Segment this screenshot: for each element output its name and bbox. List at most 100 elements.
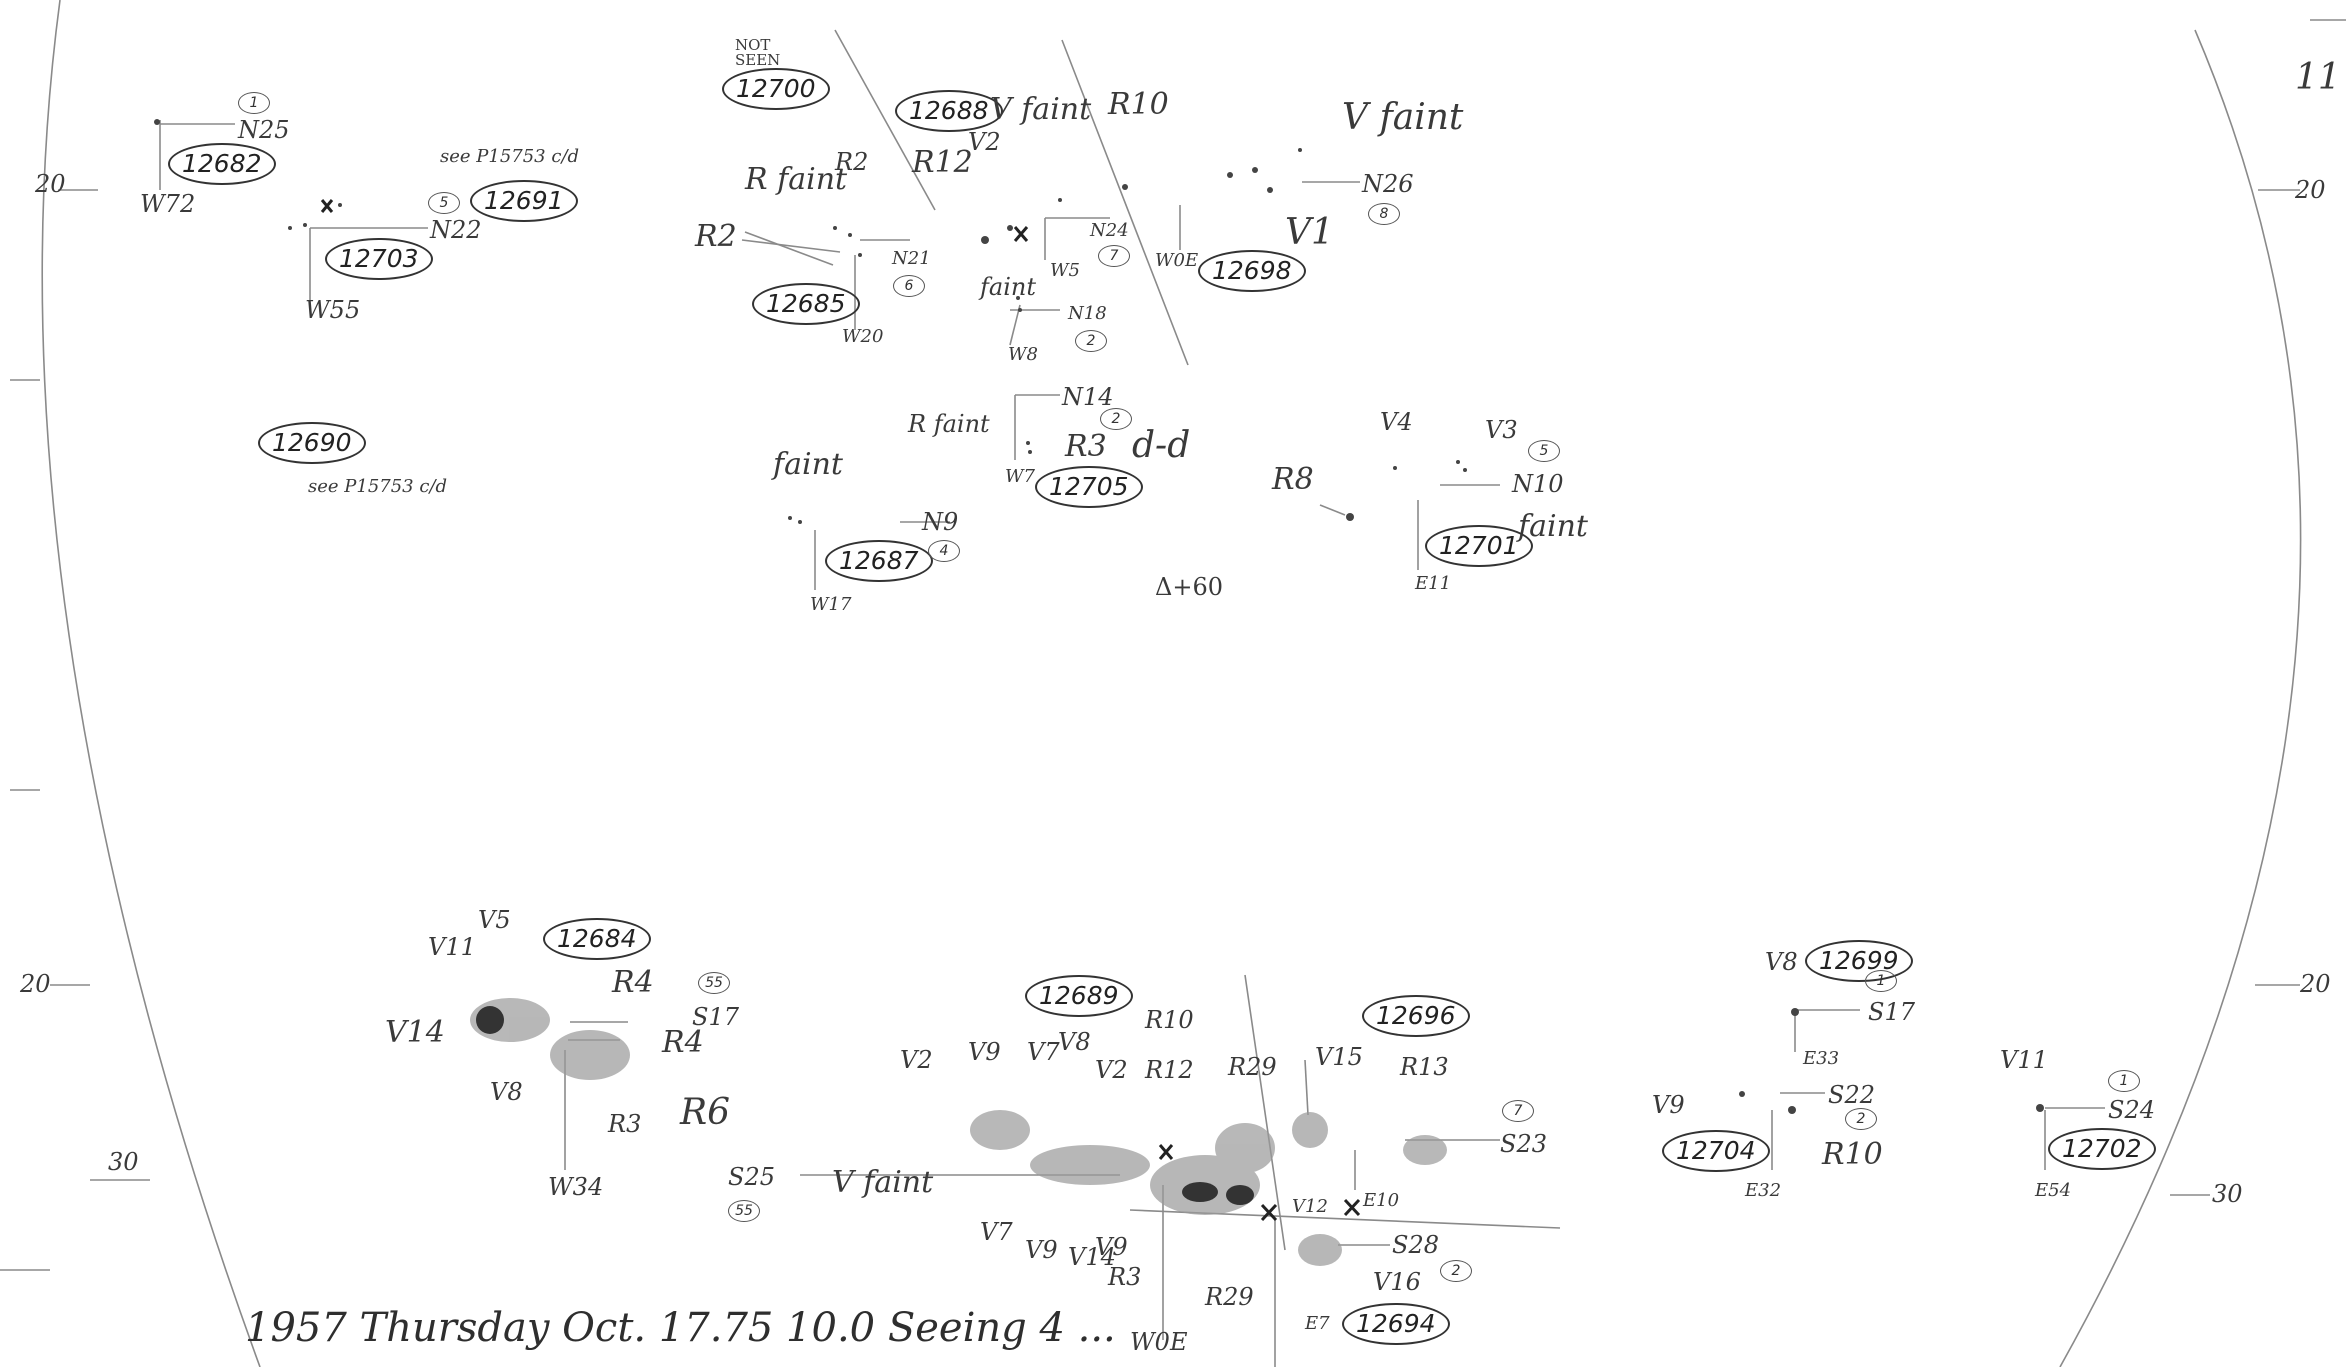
count-12703: 5 <box>428 192 460 214</box>
label-faint-12687: faint <box>773 447 843 482</box>
count-12696: 7 <box>1502 1100 1534 1122</box>
group-12687: 12687 <box>825 540 933 582</box>
group-12705: 12705 <box>1035 466 1143 508</box>
label-v-faint-right: V faint <box>1342 97 1464 138</box>
count-n18: 2 <box>1075 330 1107 352</box>
label-s17-12699: S17 <box>1868 998 1915 1026</box>
label-v8-12684: V8 <box>490 1078 523 1106</box>
group-12699: 12699 <box>1805 940 1913 982</box>
count-12687: 4 <box>928 540 960 562</box>
label-n22: N22 <box>430 216 482 244</box>
label-v2-south-b: V2 <box>1095 1056 1128 1084</box>
label-v12: V12 <box>1292 1196 1328 1217</box>
label-r-faint: R faint <box>745 162 848 197</box>
note-not-seen: NOT SEEN <box>735 36 781 69</box>
label-r3-12684: R3 <box>608 1110 642 1138</box>
label-v11-12702: V11 <box>2000 1046 2048 1074</box>
label-v7-south: V7 <box>1027 1038 1060 1066</box>
label-v-faint-south: V faint <box>832 1165 934 1200</box>
label-r2-left: R2 <box>695 219 737 254</box>
label-v1: V1 <box>1285 212 1334 253</box>
note-dd: d-d <box>1132 425 1191 466</box>
group-12703: 12703 <box>325 238 433 280</box>
label-w5: W5 <box>1050 260 1080 281</box>
note-see-p15753: see P15753 c/d <box>440 146 580 167</box>
count-12698: 8 <box>1368 203 1400 225</box>
label-r29-low: R29 <box>1205 1283 1254 1311</box>
label-r12-south: R12 <box>1145 1056 1194 1084</box>
label-w0e: W0E <box>1155 250 1199 271</box>
label-w8: W8 <box>1008 344 1038 365</box>
group-12685: 12685 <box>752 283 860 325</box>
label-r12: R12 <box>912 145 973 180</box>
label-w34: W34 <box>548 1173 604 1201</box>
label-e32: E32 <box>1745 1180 1782 1201</box>
label-e54: E54 <box>2035 1180 2072 1201</box>
margin-20-top-left: 20 <box>35 170 66 198</box>
label-r8: R8 <box>1272 462 1314 497</box>
margin-20-mid-left: 20 <box>20 970 51 998</box>
label-faint-12701: faint <box>1518 509 1588 544</box>
label-e33: E33 <box>1803 1048 1840 1069</box>
label-s17-12684: S17 <box>692 1003 739 1031</box>
label-w0e-south: W0E <box>1130 1328 1188 1356</box>
label-w7: W7 <box>1005 466 1035 487</box>
label-n14: N14 <box>1062 383 1114 411</box>
label-r10-12704: R10 <box>1822 1137 1883 1172</box>
group-12701: 12701 <box>1425 525 1533 567</box>
group-12696: 12696 <box>1362 995 1470 1037</box>
margin-20-top-right: 20 <box>2295 176 2326 204</box>
group-12698: 12698 <box>1198 250 1306 292</box>
label-v9-low-b: V9 <box>1095 1233 1128 1261</box>
label-s23: S23 <box>1500 1130 1547 1158</box>
label-n18: N18 <box>1068 303 1107 324</box>
count-12688: 7 <box>1098 245 1130 267</box>
label-v11-12684: V11 <box>428 933 476 961</box>
label-e10: E10 <box>1363 1190 1400 1211</box>
label-n9: N9 <box>922 508 959 536</box>
margin-20-mid-right: 20 <box>2300 970 2331 998</box>
label-v9-12704: V9 <box>1652 1091 1685 1119</box>
label-v8-12699: V8 <box>1765 948 1798 976</box>
group-12688: 12688 <box>895 90 1003 132</box>
group-12704: 12704 <box>1662 1130 1770 1172</box>
margin-11: 11 <box>2295 57 2341 98</box>
label-n25: N25 <box>238 116 290 144</box>
label-r3-south: R3 <box>1108 1263 1142 1291</box>
count-12685: 6 <box>893 275 925 297</box>
note-see-p15753-2: see P15753 c/d <box>308 476 448 497</box>
label-r13: R13 <box>1400 1053 1449 1081</box>
label-r4-top: R4 <box>612 965 654 1000</box>
label-e7: E7 <box>1305 1313 1330 1334</box>
count-12699: 1 <box>1865 970 1897 992</box>
label-n24: N24 <box>1090 220 1129 241</box>
label-r4-low: R4 <box>662 1025 704 1060</box>
count-12689: 55 <box>728 1200 760 1222</box>
group-12684: 12684 <box>543 918 651 960</box>
count-12702: 1 <box>2108 1070 2140 1092</box>
label-r-faint-2: R faint <box>908 410 990 438</box>
label-v9-south: V9 <box>968 1038 1001 1066</box>
label-n26: N26 <box>1362 170 1414 198</box>
group-12702: 12702 <box>2048 1128 2156 1170</box>
count-12694: 2 <box>1440 1260 1472 1282</box>
label-s22: S22 <box>1828 1081 1875 1109</box>
label-e11: E11 <box>1415 573 1452 594</box>
label-v2-south: V2 <box>900 1046 933 1074</box>
label-r6: R6 <box>680 1092 731 1133</box>
label-v9-low: V9 <box>1025 1236 1058 1264</box>
label-s28: S28 <box>1392 1231 1439 1259</box>
label-w72: W72 <box>140 190 196 218</box>
label-v16: V16 <box>1373 1268 1421 1296</box>
group-12700: 12700 <box>722 68 830 110</box>
label-v14-low: V14 <box>1068 1243 1116 1271</box>
label-v8-south: V8 <box>1058 1028 1091 1056</box>
disk-limb-right <box>2059 29 2302 1367</box>
label-r29-top: R29 <box>1228 1053 1277 1081</box>
label-v3: V3 <box>1485 416 1518 444</box>
group-12694: 12694 <box>1342 1303 1450 1345</box>
group-12691: 12691 <box>470 180 578 222</box>
count-12682: 1 <box>238 92 270 114</box>
